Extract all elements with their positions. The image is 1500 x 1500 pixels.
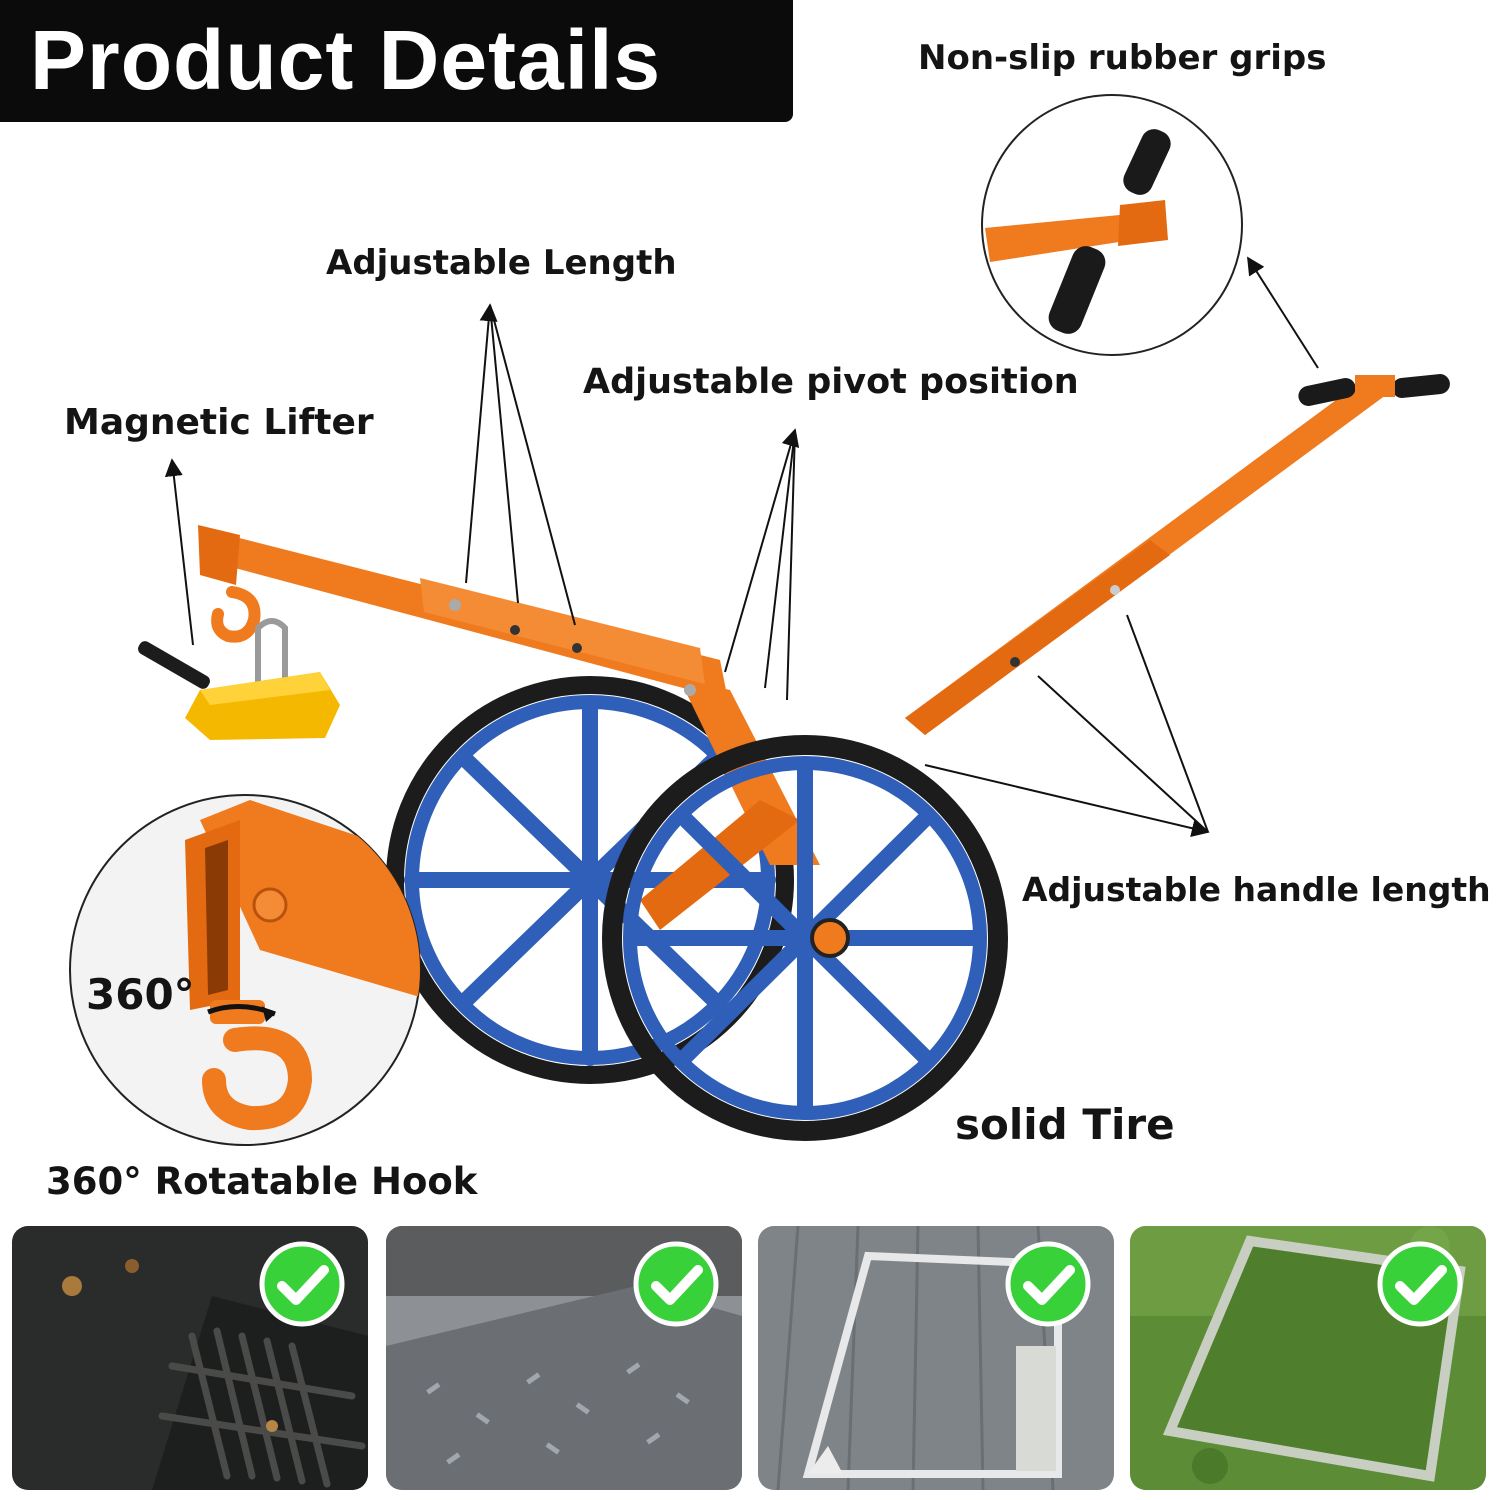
- small-hook: [211, 586, 261, 643]
- long-handle: [905, 374, 1450, 735]
- application-tile-drain-grate: [12, 1226, 368, 1490]
- callout-arrows: [164, 256, 1319, 838]
- check-circle-icon: [633, 1241, 719, 1327]
- drain-grate-photo: [12, 1226, 368, 1490]
- lifting-arm: [198, 525, 820, 930]
- check-circle-icon: [259, 1241, 345, 1327]
- label-pivot-position: Adjustable pivot position: [583, 362, 1079, 402]
- label-grips: Non-slip rubber grips: [918, 38, 1327, 78]
- page-title: Product Details: [30, 13, 662, 107]
- checker-plate-photo: [386, 1226, 742, 1490]
- hook-zoom-circle: [69, 794, 421, 1146]
- label-adjustable-length: Adjustable Length: [326, 243, 677, 283]
- check-circle-icon: [1377, 1241, 1463, 1327]
- grips-zoom-circle: [981, 94, 1243, 356]
- product-illustration: [69, 94, 1450, 1146]
- label-solid-tire: solid Tire: [955, 1100, 1175, 1149]
- rotate-arrows-icon: [207, 1003, 276, 1022]
- application-tile-checker-plate: [386, 1226, 742, 1490]
- grip-handle-closeup: [985, 129, 1171, 334]
- application-tile-floor-cover: [758, 1226, 1114, 1490]
- label-magnetic-lifter: Magnetic Lifter: [64, 402, 374, 443]
- magnetic-lifter-device: [138, 618, 340, 740]
- title-banner: Product Details: [0, 0, 793, 122]
- check-circle-icon: [1005, 1241, 1091, 1327]
- label-rotatable-hook: 360° Rotatable Hook: [46, 1160, 478, 1203]
- label-handle-length: Adjustable handle length: [1022, 870, 1491, 909]
- application-tile-grass-manhole: [1130, 1226, 1486, 1490]
- front-wheel: [602, 735, 1008, 1141]
- label-rotation-degrees: 360°: [86, 970, 195, 1019]
